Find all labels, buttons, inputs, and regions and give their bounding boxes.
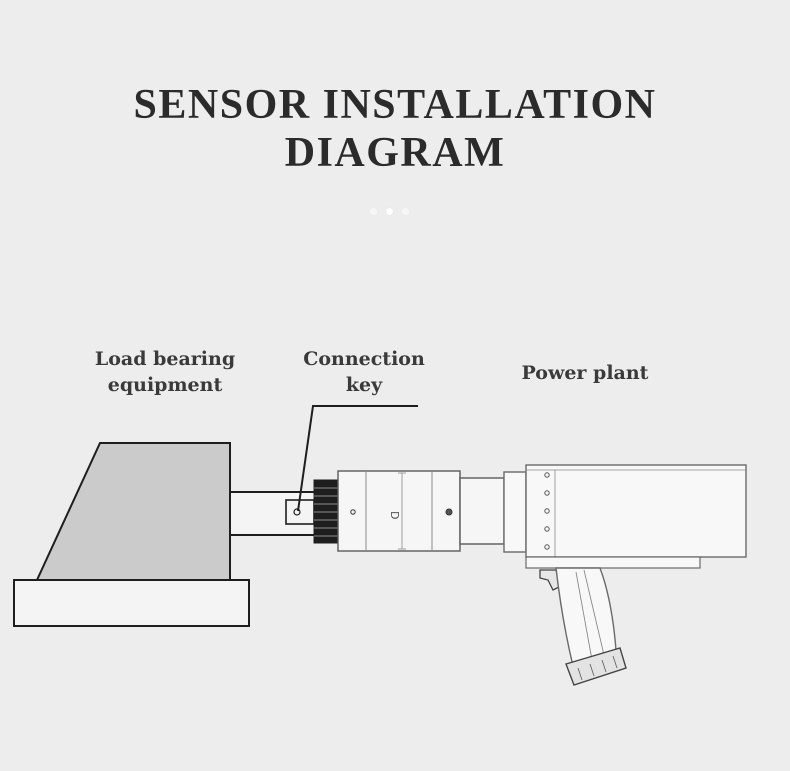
tool-body	[525, 464, 747, 558]
label-load-bearing-equipment: Load bearing equipment	[80, 346, 250, 398]
label-key-line-1: Connection	[303, 348, 425, 370]
diagram-title-line-2: DIAGRAM	[284, 130, 506, 176]
sensor-marking: D	[388, 511, 401, 519]
label-key-line-2: key	[345, 374, 383, 396]
equipment-block	[35, 442, 231, 581]
sensor-housing	[337, 470, 461, 552]
label-load-line-1: Load bearing	[94, 348, 236, 370]
load-bearing-equipment	[13, 442, 317, 627]
tool-neck	[503, 471, 527, 553]
label-power-plant: Power plant	[521, 362, 649, 384]
key-leader-line	[297, 405, 418, 512]
carousel-dot-2[interactable]	[386, 208, 393, 215]
equipment-base	[13, 579, 250, 627]
sensor-adapter	[459, 477, 505, 545]
carousel-dot-3[interactable]	[402, 208, 409, 215]
torque-sensor: D	[337, 470, 505, 552]
carousel-indicator	[368, 208, 412, 216]
diagram-title-line-1: SENSOR INSTALLATION	[133, 82, 657, 128]
knurled-collar	[313, 479, 339, 544]
carousel-dot-1[interactable]	[370, 208, 377, 215]
tool-rail	[525, 556, 701, 569]
label-load-line-2: equipment	[107, 374, 223, 396]
power-plant-tool	[503, 464, 747, 686]
label-connection-key: Connection key	[290, 346, 438, 398]
